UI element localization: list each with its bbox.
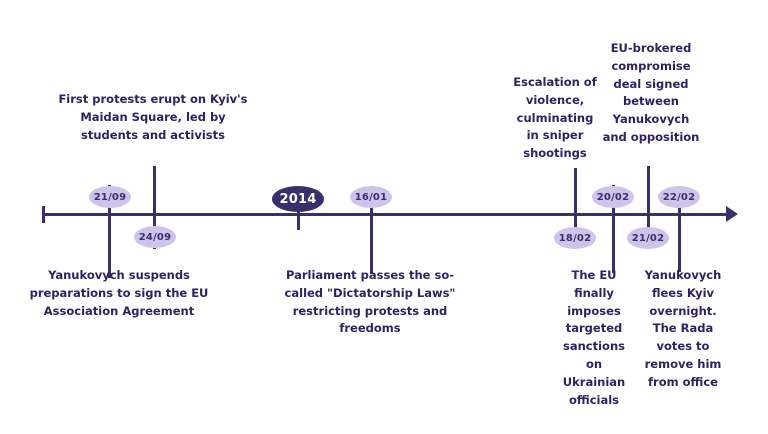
stem-year-marker	[297, 196, 300, 230]
caption-event-24-09: First protests erupt on Kyiv's Maidan Sq…	[58, 92, 248, 142]
stem-event-24-09	[153, 166, 156, 249]
caption-event-20-02: The EU finally imposes targeted sanction…	[562, 268, 626, 407]
stem-event-21-02	[647, 166, 650, 248]
date-pill-21-02[interactable]: 21/02	[627, 227, 669, 249]
stem-event-20-02	[612, 185, 615, 273]
date-pill-20-02[interactable]: 20/02	[592, 186, 634, 208]
caption-event-21-02: EU-brokered compromise deal signed betwe…	[602, 41, 700, 145]
date-pill-21-09[interactable]: 21/09	[89, 186, 131, 208]
stem-event-16-01	[370, 186, 373, 274]
caption-event-21-09: Yanukovych suspends preparations to sign…	[29, 268, 209, 318]
stem-event-18-02	[574, 168, 577, 248]
timeline-axis	[42, 213, 732, 216]
date-pill-24-09[interactable]: 24/09	[134, 226, 176, 248]
stem-event-21-09	[108, 185, 111, 278]
caption-event-22-02: Yanukovych flees Kyiv overnight. The Rad…	[644, 268, 722, 389]
year-marker-2014[interactable]: 2014	[272, 186, 324, 212]
caption-event-18-02: Escalation of violence, culminating in s…	[513, 75, 597, 161]
caption-event-16-01: Parliament passes the so-called "Dictato…	[284, 268, 456, 336]
timeline-axis-start-cap	[42, 206, 45, 223]
timeline-axis-arrow-icon	[726, 206, 738, 222]
date-pill-22-02[interactable]: 22/02	[658, 186, 700, 208]
date-pill-18-02[interactable]: 18/02	[554, 227, 596, 249]
stem-event-22-02	[678, 186, 681, 272]
date-pill-16-01[interactable]: 16/01	[350, 186, 392, 208]
